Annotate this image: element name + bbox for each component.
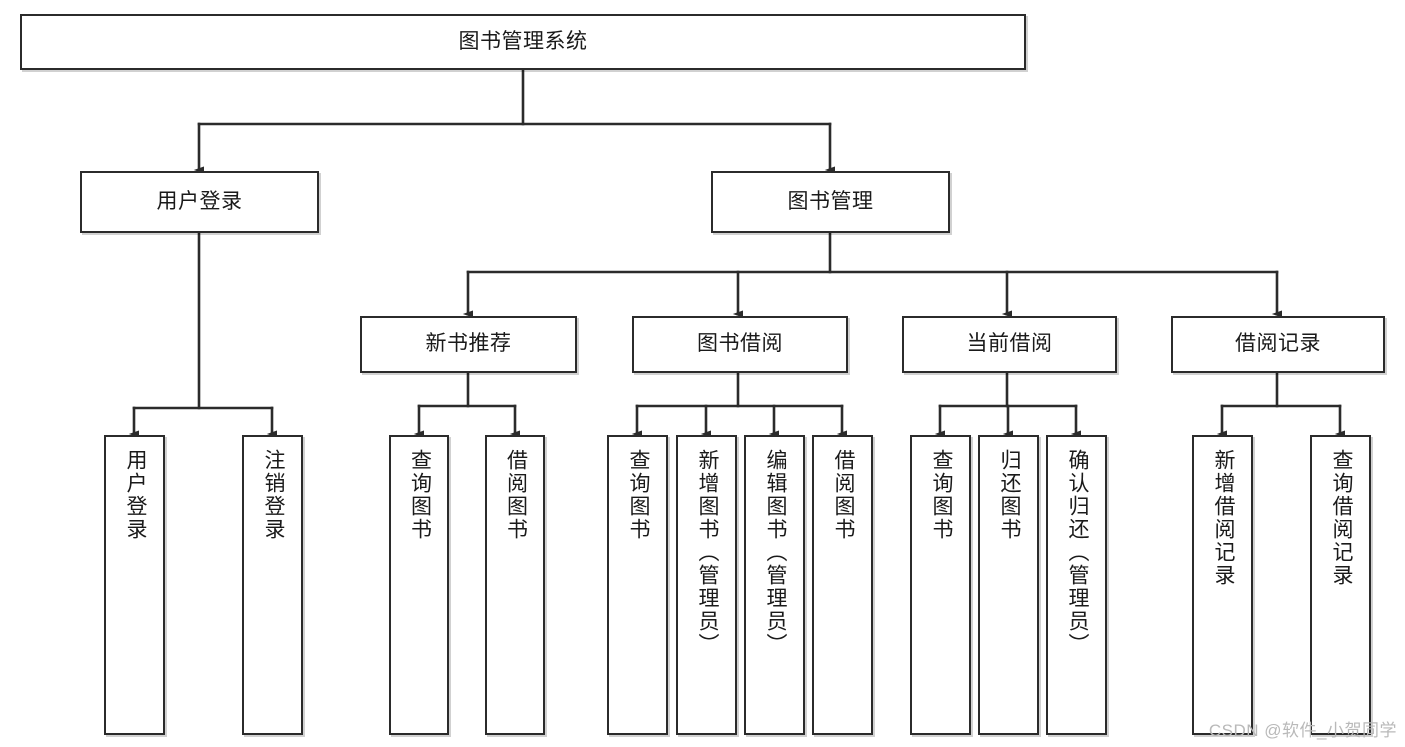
node-book-manage-label: 图书管理	[787, 189, 874, 213]
node-new-book-recommend-label: 新书推荐	[425, 332, 512, 356]
node-book-borrow-label: 图书借阅	[697, 332, 783, 356]
watermark: CSDN @软件_小贺同学	[1208, 721, 1397, 740]
leaf-confirm-return-label: 确认归还（管理员）	[1065, 449, 1089, 656]
leaf-edit-book[interactable]: 编辑图书（管理员）	[744, 435, 805, 735]
node-borrow-record[interactable]: 借阅记录	[1171, 316, 1385, 373]
node-borrow-record-label: 借阅记录	[1235, 332, 1321, 356]
leaf-query-borrow-record-label: 查询借阅记录	[1329, 449, 1353, 587]
node-root-label: 图书管理系统	[458, 29, 588, 53]
leaf-query-borrow-record[interactable]: 查询借阅记录	[1310, 435, 1371, 735]
node-book-borrow[interactable]: 图书借阅	[632, 316, 848, 373]
node-user-login[interactable]: 用户登录	[80, 171, 319, 233]
leaf-logout-label: 注销登录	[261, 449, 285, 541]
leaf-add-borrow-record-label: 新增借阅记录	[1211, 449, 1235, 587]
connector-group	[128, 68, 1346, 438]
node-book-manage[interactable]: 图书管理	[711, 171, 950, 233]
leaf-user-login-label: 用户登录	[123, 449, 147, 541]
leaf-query-book-borrow[interactable]: 查询图书	[607, 435, 668, 735]
leaf-borrow-book-recommend-label: 借阅图书	[504, 449, 528, 541]
leaf-query-book-borrow-label: 查询图书	[626, 449, 650, 541]
leaf-user-login[interactable]: 用户登录	[104, 435, 165, 735]
node-current-borrow-label: 当前借阅	[966, 332, 1053, 356]
leaf-query-book-recommend-label: 查询图书	[408, 449, 432, 541]
node-root[interactable]: 图书管理系统	[20, 14, 1026, 70]
leaf-add-book-label: 新增图书（管理员）	[695, 449, 719, 656]
leaf-add-borrow-record[interactable]: 新增借阅记录	[1192, 435, 1253, 735]
leaf-borrow-book-recommend[interactable]: 借阅图书	[485, 435, 545, 735]
leaf-edit-book-label: 编辑图书（管理员）	[763, 449, 787, 656]
node-new-book-recommend[interactable]: 新书推荐	[360, 316, 577, 373]
leaf-borrow-book-label: 借阅图书	[831, 449, 855, 541]
leaf-query-book-current-label: 查询图书	[929, 449, 953, 541]
leaf-return-book[interactable]: 归还图书	[978, 435, 1039, 735]
node-current-borrow[interactable]: 当前借阅	[902, 316, 1117, 373]
leaf-query-book-recommend[interactable]: 查询图书	[389, 435, 449, 735]
node-user-login-label: 用户登录	[156, 189, 243, 213]
leaf-return-book-label: 归还图书	[997, 449, 1021, 541]
leaf-add-book[interactable]: 新增图书（管理员）	[676, 435, 737, 735]
leaf-borrow-book[interactable]: 借阅图书	[812, 435, 873, 735]
leaf-confirm-return[interactable]: 确认归还（管理员）	[1046, 435, 1107, 735]
leaf-logout[interactable]: 注销登录	[242, 435, 303, 735]
leaf-query-book-current[interactable]: 查询图书	[910, 435, 971, 735]
